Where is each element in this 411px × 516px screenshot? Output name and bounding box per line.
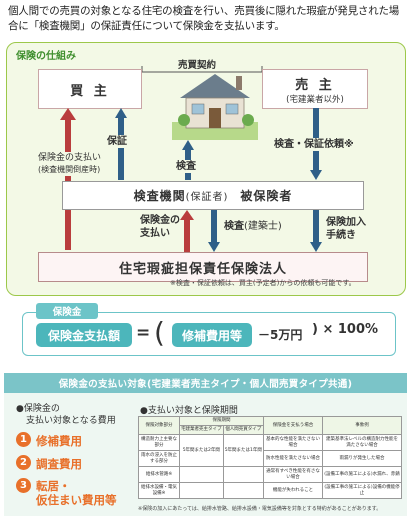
inspector-role: 被保険者 <box>240 189 293 203</box>
coverage-table-wrap: 保険対象部分 保険期間 保険金を支払う場合 事象例 宅建業者売主タイプ 個人間売… <box>138 416 402 499</box>
enroll-line2: 手続き <box>326 230 356 241</box>
architect-inspection-text: 検査 <box>224 221 244 232</box>
payout-amount-pill: 保険金支払額 <box>36 323 132 347</box>
payment-left-label: 保険金の支払い (検査機関倒産時) <box>38 152 102 176</box>
table-cell <box>179 466 224 483</box>
table-cell <box>222 482 265 499</box>
guarantee-arrow <box>115 108 127 180</box>
cost-title-line2: 支払い対象となる費用 <box>26 416 116 426</box>
insurer-payment-line1: 保険金の <box>140 215 180 226</box>
table-cell: 雨水の浸入を防止する部分 <box>138 450 180 467</box>
close-multiplier: ) × 100% <box>312 322 379 337</box>
seller-box: 売 主 (宅建業者以外) <box>262 69 368 109</box>
enroll-arrow <box>310 210 322 252</box>
insurer-box: 住宅瑕疵担保責任保険法人 <box>38 252 368 282</box>
table-cell: 5年間または2年間 <box>179 434 224 467</box>
table-cell: 通常有すべき性能を有さない場合 <box>263 466 323 483</box>
table-cell: 機能が失われること <box>263 482 323 499</box>
coverage-header: 保険金の支払い対象(宅建業者売主タイプ・個人間売買タイプ共通) <box>4 373 407 393</box>
cost-title: ●保険金の 支払い対象となる費用 <box>16 403 116 427</box>
diagram-note: ※検査・保証依頼は、買主(予定者)からの依頼も可能です。 <box>170 279 356 287</box>
table-cell: (設備工事の施工による)水漏れ、赤錆 <box>322 466 402 483</box>
table-cell: 給排水管路※ <box>138 466 180 483</box>
th-period: 保険期間 <box>179 416 264 426</box>
inspector-paren: (保証者) <box>185 192 229 203</box>
table-row: 給排水設備・電気設備※ 機能が失われること (設備工事の施工による)設備の機能停… <box>138 482 402 499</box>
architect-inspection-label: 検査(建築士) <box>224 220 282 233</box>
inspector-box: 検査機関 (保証者) 被保険者 <box>62 181 364 210</box>
item-number-3: 3 <box>16 478 31 493</box>
enroll-label: 保険加入 手続き <box>326 216 366 242</box>
coverage-table: 保険対象部分 保険期間 保険金を支払う場合 事象例 宅建業者売主タイプ 個人間売… <box>138 416 402 499</box>
deductible: －5万円 <box>258 328 303 342</box>
item-relocation-line2: 仮住まい費用等 <box>36 493 117 507</box>
table-cell: 給排水設備・電気設備※ <box>138 482 180 499</box>
equals-sign: = <box>136 323 151 343</box>
table-cell <box>222 466 265 483</box>
item-relocation-line1: 転居・ <box>36 479 71 493</box>
table-row: 構造耐力上主要な部分 5年間または2年間 5年間または1年間 基本的な性能を満た… <box>138 434 402 467</box>
contract-label: 売買契約 <box>178 60 217 71</box>
enroll-line1: 保険加入 <box>326 217 366 228</box>
coverage-footnote: ※保険の加入にあたっては、給排水管路、給排水設備・電気設備等を対象とする特約があ… <box>138 506 382 512</box>
intro-text: 個人間での売買の対象となる住宅の検査を行い、売買後に隠れた瑕疵が発見された場合に… <box>8 5 400 32</box>
request-label: 検査・保証依頼※ <box>274 138 354 151</box>
insurer-payment-label: 保険金の 支払い <box>140 214 180 240</box>
payment-arrow-left <box>60 108 76 250</box>
insurer-payment-arrow <box>180 210 194 252</box>
payment-left-subtext: (検査機関倒産時) <box>38 165 101 174</box>
inspector-name: 検査機関 <box>133 189 186 203</box>
architect-inspection-paren: (建築士) <box>244 221 282 232</box>
table-cell: 5年間または1年間 <box>222 434 265 467</box>
item-number-1: 1 <box>16 432 31 447</box>
th-example: 事象例 <box>322 416 402 435</box>
table-cell: (設備工事の施工による)設備の機能停止 <box>322 482 402 499</box>
buyer-box: 買 主 <box>38 69 142 109</box>
table-cell: 防水性能を満たさない場合 <box>263 450 323 467</box>
coverage-period-title: ●支払い対象と保険期間 <box>140 406 238 416</box>
repair-cost-pill: 修補費用等 <box>172 323 252 347</box>
payment-left-text: 保険金の支払い <box>38 153 102 163</box>
cost-title-line1: ●保険金の <box>16 404 60 414</box>
seller-label: 売 主 <box>295 77 335 93</box>
inspection-label-house: 検査 <box>176 160 196 173</box>
formula-title: 保険金 <box>36 303 98 319</box>
table-cell <box>179 482 224 499</box>
table-row: 給排水管路※ 通常有すべき性能を有さない場合 (設備工事の施工による)水漏れ、赤… <box>138 466 402 483</box>
table-cell: 建築基準法レベルの構造耐力性能を満たさない場合 <box>322 434 402 451</box>
item-number-2: 2 <box>16 455 31 470</box>
house-icon <box>172 74 258 140</box>
architect-inspection-arrow <box>208 210 220 252</box>
th-condition: 保険金を支払う場合 <box>263 416 323 435</box>
table-row: 雨水の浸入を防止する部分 防水性能を満たさない場合 雨漏りが発生した場合 <box>138 450 402 467</box>
item-relocation-cost: 転居・ 仮住まい費用等 <box>36 479 117 507</box>
open-paren: ( <box>154 316 165 349</box>
item-repair-cost: 修補費用 <box>36 434 82 448</box>
insurer-payment-line2: 支払い <box>140 228 170 239</box>
guarantee-label: 保証 <box>107 135 127 148</box>
table-cell: 構造耐力上主要な部分 <box>138 434 180 451</box>
seller-sublabel: (宅建業者以外) <box>286 94 344 105</box>
th-target: 保険対象部分 <box>138 416 180 435</box>
item-survey-cost: 調査費用 <box>36 457 82 471</box>
th-dealer-type: 宅建業者売主タイプ <box>179 425 224 435</box>
table-cell: 基本的な性能を満たさない場合 <box>263 434 323 451</box>
th-individual-type: 個人間売買タイプ <box>222 425 265 435</box>
table-cell: 雨漏りが発生した場合 <box>322 450 402 467</box>
mechanism-title: 保険の仕組み <box>16 51 76 62</box>
